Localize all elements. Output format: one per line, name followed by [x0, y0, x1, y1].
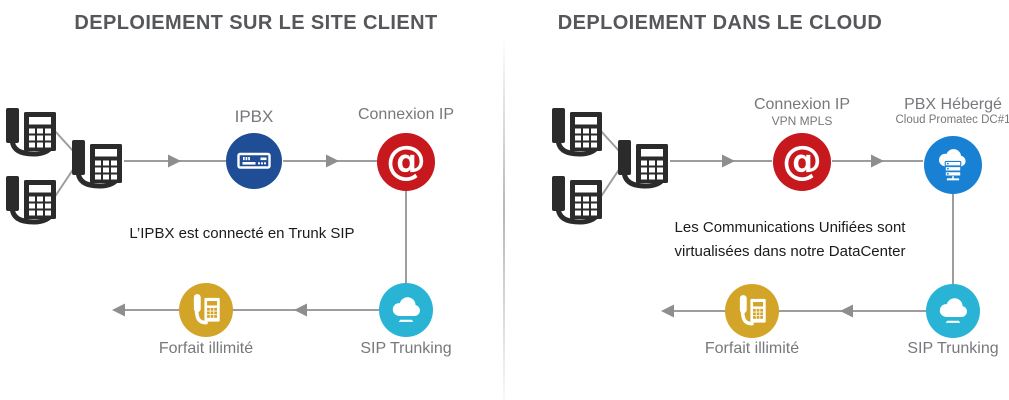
phone-handset-icon: [187, 291, 225, 329]
at-sign-icon: @: [386, 138, 426, 184]
cloud-server-icon: [933, 145, 973, 185]
connexion-ip-label: Connexion IP: [357, 106, 455, 123]
forfait-illimite-label: Forfait illimité: [704, 340, 800, 357]
at-sign-icon: @: [782, 138, 822, 184]
left-panel-note: L’IPBX est connecté en Trunk SIP: [129, 225, 355, 242]
panel-divider: [503, 36, 505, 400]
ipbx-label: IPBX: [234, 107, 274, 126]
ipbx-node: [226, 133, 282, 189]
right-panel-note-line1: Les Communications Unifiées sont: [674, 219, 906, 236]
desk-phone-icon: [616, 136, 668, 192]
sip-trunking-label: SIP Trunking: [360, 340, 452, 357]
right-panel-note: Les Communications Unifiées sont virtual…: [635, 216, 945, 264]
desk-phone-icon: [550, 172, 602, 228]
pbx-heberge-label: PBX Hébergé: [904, 96, 1002, 113]
desk-phone-icon: [4, 172, 56, 228]
sip-trunking-label: SIP Trunking: [907, 340, 999, 357]
connexion-ip-label: Connexion IP: [753, 96, 851, 113]
sip-trunking-node: [926, 284, 980, 338]
cloud-icon: [387, 291, 425, 329]
forfait-illimite-node: [179, 283, 233, 337]
desk-phone-icon: [4, 104, 56, 160]
cloud-icon: [934, 292, 972, 330]
desk-phone-icon: [70, 136, 122, 192]
left-panel-title: DEPLOIEMENT SUR LE SITE CLIENT: [74, 12, 438, 34]
connexion-ip-node: @: [377, 133, 435, 191]
forfait-illimite-node: [725, 284, 779, 338]
sip-trunking-node: [379, 283, 433, 337]
right-panel-note-line2: virtualisées dans notre DataCenter: [674, 243, 906, 260]
forfait-illimite-label: Forfait illimité: [158, 340, 254, 357]
pbx-heberge-node: [924, 136, 982, 194]
cloud-promatec-sublabel: Cloud Promatec DC#1: [895, 114, 1009, 126]
vpn-mpls-sublabel: VPN MPLS: [771, 114, 833, 128]
router-icon: [234, 141, 274, 181]
phone-handset-icon: [733, 292, 771, 330]
desk-phone-icon: [550, 104, 602, 160]
connexion-ip-node: @: [773, 133, 831, 191]
right-panel-title: DEPLOIEMENT DANS LE CLOUD: [557, 12, 883, 34]
